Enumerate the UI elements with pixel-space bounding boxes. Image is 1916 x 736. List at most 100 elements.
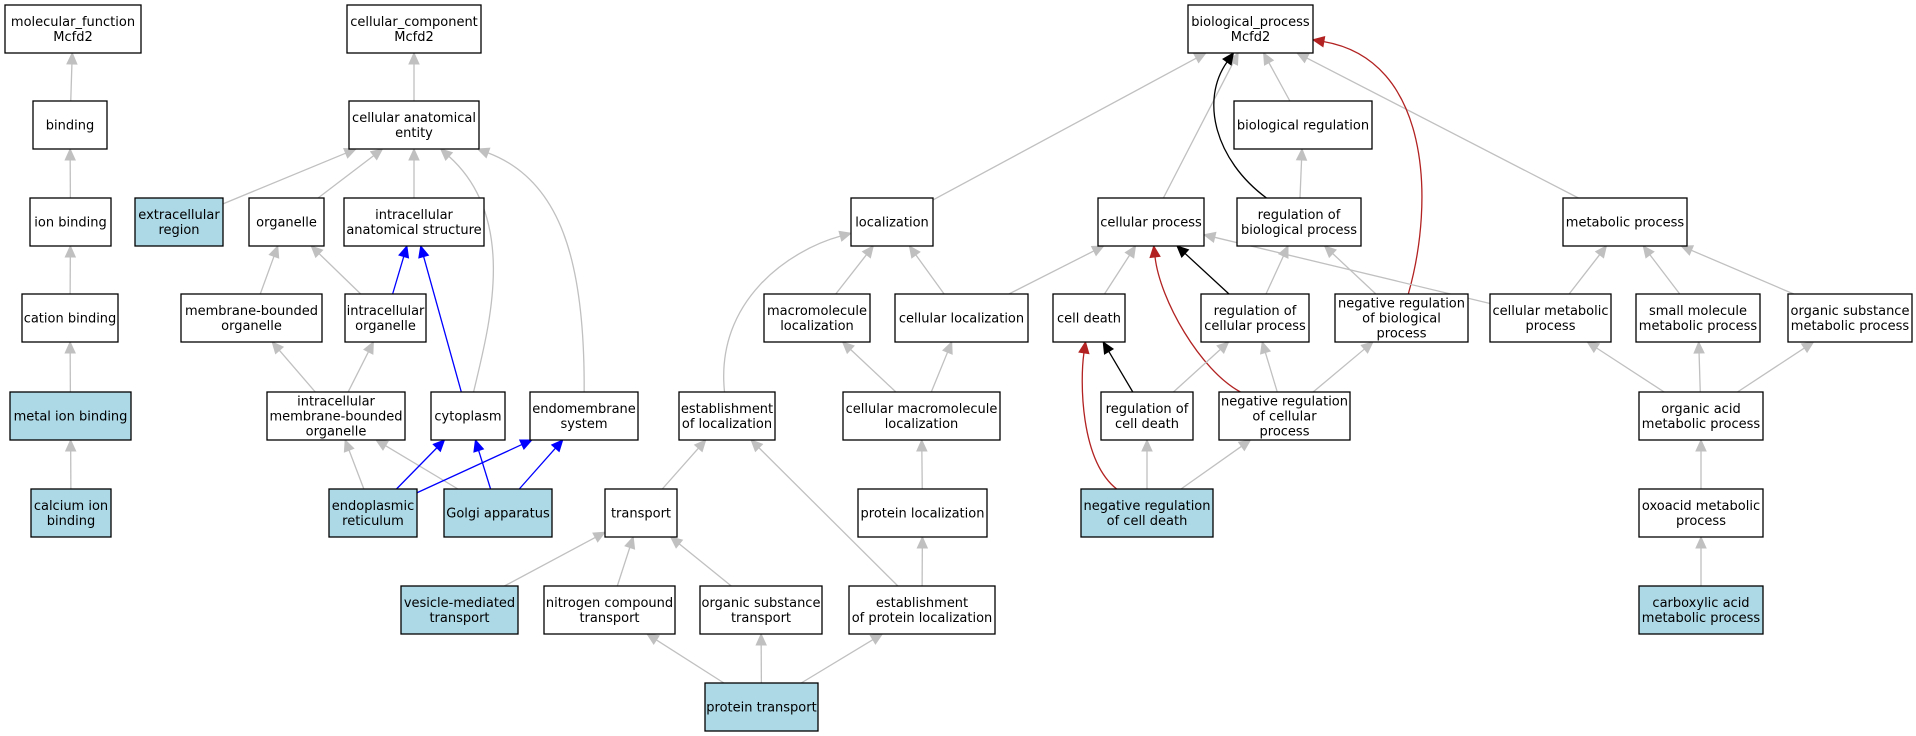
edge-line xyxy=(1312,348,1365,393)
term-node-biological-regulation[interactable]: biological regulation xyxy=(1233,100,1373,150)
edge-line xyxy=(478,450,492,490)
term-node-cation-binding[interactable]: cation binding xyxy=(21,293,119,343)
arrowhead xyxy=(1800,341,1815,354)
edge-line xyxy=(385,445,459,490)
arrowhead xyxy=(1102,340,1115,355)
term-box xyxy=(443,488,553,538)
edge-ion-binding-to-binding xyxy=(64,147,76,199)
term-node-cell-death[interactable]: cell death xyxy=(1052,293,1126,343)
edge-line xyxy=(1332,253,1377,295)
term-label-line: cellular macromolecule xyxy=(846,402,998,417)
term-node-transport[interactable]: transport xyxy=(604,488,678,538)
term-node-protein-localization[interactable]: protein localization xyxy=(857,488,988,538)
term-label-line: Mcfd2 xyxy=(1231,30,1270,45)
term-node-ion-binding[interactable]: ion binding xyxy=(29,197,112,247)
term-label-line: biological process xyxy=(1241,223,1357,238)
term-label-line: cell death xyxy=(1057,312,1121,327)
term-box xyxy=(704,682,819,732)
term-node-cellular-localization[interactable]: cellular localization xyxy=(894,293,1029,343)
edge-line xyxy=(678,543,732,587)
edge-organic-substance-transport-to-transport xyxy=(669,536,732,587)
term-node-cytoplasm[interactable]: cytoplasm xyxy=(430,391,506,441)
edge-regulation-of-cell-death-to-regulation-of-cellular-process xyxy=(1173,341,1230,393)
term-node-metabolic-process[interactable]: metabolic process xyxy=(1562,197,1688,247)
edge-protein-transport-to-nitrogen-compound-transport xyxy=(646,633,725,684)
arrowhead xyxy=(861,245,874,259)
term-box xyxy=(1080,488,1214,538)
edge-transport-to-establishment-of-localization xyxy=(661,439,707,490)
edge-cellular-anatomical-entity-to-cellular-component xyxy=(408,51,420,101)
term-node-binding[interactable]: binding xyxy=(32,100,108,150)
arrowhead xyxy=(1295,147,1308,161)
term-box xyxy=(1638,585,1764,635)
term-label-line: metabolic process xyxy=(1791,319,1910,334)
arrowhead xyxy=(1202,231,1217,244)
edge-extracellular-region-to-cellular-anatomical-entity xyxy=(222,148,357,205)
term-label-line: molecular_function xyxy=(11,15,135,30)
term-label-line: binding xyxy=(46,119,94,134)
edge-biological-regulation-to-biological-process xyxy=(1263,51,1291,102)
term-node-golgi-apparatus[interactable]: Golgi apparatus xyxy=(443,488,553,538)
term-label-line: of cell death xyxy=(1107,514,1188,529)
edge-establishment-of-localization-to-localization xyxy=(723,230,853,393)
arrowhead xyxy=(1237,439,1252,452)
term-label-line: regulation of xyxy=(1258,208,1341,223)
edge-protein-transport-to-organic-substance-transport xyxy=(755,632,767,684)
term-label-line: negative regulation xyxy=(1083,499,1210,514)
edge-protein-transport-to-establishment-of-protein-localization xyxy=(800,633,884,684)
term-box xyxy=(180,293,323,343)
arrowhead xyxy=(1193,52,1207,64)
term-node-protein-transport[interactable]: protein transport xyxy=(704,682,819,732)
term-label-line: Golgi apparatus xyxy=(446,507,550,522)
term-node-cellular-process[interactable]: cellular process xyxy=(1097,197,1205,247)
term-label-line: of localization xyxy=(682,417,772,432)
arrowhead xyxy=(1594,245,1608,259)
term-box xyxy=(1187,4,1314,54)
arrowhead xyxy=(418,244,430,259)
term-node-localization[interactable]: localization xyxy=(850,197,934,247)
edge-line xyxy=(448,155,495,393)
term-node-organelle[interactable]: organelle xyxy=(248,197,325,247)
edge-line xyxy=(347,351,369,393)
edge-establishment-of-protein-localization-to-establishment-of-localization xyxy=(750,439,899,587)
term-box xyxy=(857,488,988,538)
edge-line xyxy=(278,349,316,393)
term-node-metal-ion-binding[interactable]: metal ion binding xyxy=(9,391,132,441)
edge-golgi-apparatus-to-endomembrane-system xyxy=(518,439,564,490)
edge-line xyxy=(70,63,73,102)
term-label-line: endoplasmic xyxy=(332,499,414,514)
arrowhead xyxy=(1695,535,1707,549)
edge-line xyxy=(1180,445,1242,490)
